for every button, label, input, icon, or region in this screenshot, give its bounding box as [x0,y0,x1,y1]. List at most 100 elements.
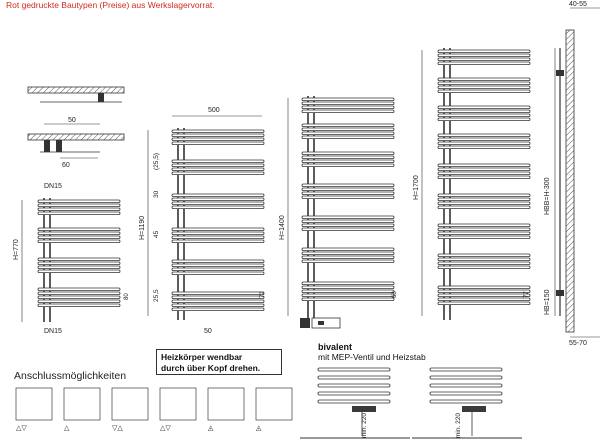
connection-box [207,387,245,421]
radiator-tube [301,187,395,191]
reversible-hint: Heizkörper wendbar durch über Kopf drehe… [156,349,282,375]
bivalent-valve [462,406,486,412]
connection-symbol: ▽△ [112,425,123,432]
radiator-tube [437,85,531,89]
radiator-tube [301,259,395,263]
dim-h1190: H=1190 [139,216,146,240]
bivalent-view-1 [300,367,410,439]
radiator-tube [437,141,531,145]
radiator-tube [37,203,121,207]
radiator-tube [437,113,531,117]
stock-note: Rot gedruckte Bautypen (Preise) aus Werk… [6,0,215,10]
radiator-tube [171,193,265,197]
radiator-tube [437,57,531,61]
connection-option-4: △▽ [159,387,197,432]
radiator-tube [37,287,121,291]
radiator-tube [301,151,395,155]
radiator-tube [437,175,531,179]
wall-section-top: 50 60 [27,86,125,169]
radiator-tube [301,297,395,301]
connection-symbol: △ [64,425,70,432]
radiator-tube [171,205,265,209]
radiator-tube [301,195,395,199]
radiator-tube [301,183,395,187]
radiator-tube [301,293,395,297]
radiator-tube [171,271,265,275]
radiator-tube [37,299,121,303]
radiator-tube [171,197,265,201]
bivalent-tube [317,375,391,380]
dim-top-offset: 50 [68,117,76,124]
radiator-tube [301,163,395,167]
connection-option-2: △ [63,387,101,432]
radiator-tube [437,201,531,205]
radiator-tube [301,101,395,105]
bivalent-tube [317,391,391,396]
dim-80: 80 [124,293,130,300]
dim-width-500: 500 [208,107,220,114]
radiator-tube [37,291,121,295]
radiator-tube [171,263,265,267]
bivalent-valve [352,406,376,412]
radiator-tube [437,231,531,235]
radiator-tube [301,289,395,293]
radiator-tube [437,117,531,121]
bivalent-tube [429,383,503,388]
radiator-tube [37,227,121,231]
radiator-tube [301,159,395,163]
radiator-tube [171,303,265,307]
dim-30: 30 [153,190,160,198]
bivalent-tube [429,367,503,372]
dim-h1400: H=1400 [279,215,286,240]
radiator-tube [301,155,395,159]
heating-element [300,317,341,329]
radiator-tube [171,167,265,171]
radiator-tube [301,281,395,285]
dim-hbb: HBB=H-300 [544,177,551,215]
radiator-tube [437,89,531,93]
radiator-tube [37,295,121,299]
dim-25-5-top: (25,5) [153,153,160,170]
radiator-tube [171,201,265,205]
reversible-hint-line2: durch über Kopf drehen. [161,363,261,373]
radiator-tube [171,137,265,141]
radiator-tube [437,297,531,301]
radiator-tube [437,77,531,81]
radiator-tube [171,159,265,163]
radiator-tube [301,223,395,227]
dim-55-70: 55-70 [569,340,587,347]
radiator-tube [37,199,121,203]
dim-77: 77 [524,291,530,298]
side-view [554,7,600,338]
radiator-tube [37,207,121,211]
radiator-tube [301,135,395,139]
radiator-tube [437,257,531,261]
radiator-tube [301,247,395,251]
radiator-tube [301,227,395,231]
radiator-tube [301,127,395,131]
connection-box [15,387,53,421]
bivalent-title: bivalent [318,342,353,352]
radiator-tube [301,255,395,259]
radiator-tube [301,191,395,195]
radiator-tube [171,133,265,137]
dim-min-220-left: min. 220 [361,413,368,438]
connection-option-5: ◬ [207,387,245,432]
radiator-tube [437,193,531,197]
radiator-tube [301,97,395,101]
radiator-tube [437,227,531,231]
dim-72: 72 [260,291,266,298]
radiator-tube [171,267,265,271]
dim-h770: H=770 [13,239,20,260]
bivalent-tube [429,375,503,380]
dim-dn15-bottom: DN15 [44,328,62,335]
radiator-tube [37,257,121,261]
radiator-tube [437,265,531,269]
bivalent-views [300,367,522,439]
bivalent-tube [317,367,391,372]
radiator-tube [301,131,395,135]
dim-25-5-bottom: 25,5 [153,289,160,302]
radiator-tube [437,49,531,53]
dim-min-220-right: min. 220 [455,413,462,438]
radiator-tube [171,295,265,299]
